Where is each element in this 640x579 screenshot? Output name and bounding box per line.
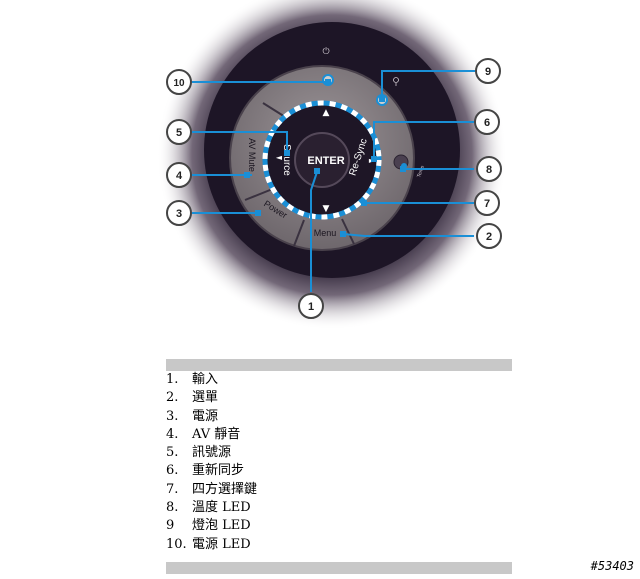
callout-number: 1 [308, 301, 314, 313]
callout-number: 5 [176, 127, 182, 139]
callout-number: 8 [486, 164, 492, 176]
callout-number: 6 [484, 117, 490, 129]
callout-circle [166, 69, 192, 95]
av-mute-label: AV Mute [247, 138, 257, 172]
callout-circle [476, 223, 502, 249]
up-arrow[interactable]: ▲ [323, 108, 330, 118]
watermark: #53403 [590, 559, 634, 573]
ring-divider [341, 218, 355, 245]
callout-circle [166, 119, 192, 145]
legend-number: 2. [166, 390, 179, 406]
ring-divider [244, 187, 276, 201]
callout-number: 10 [173, 78, 185, 89]
legend-item: 6. 重新同步 [166, 462, 512, 480]
legend-text: 訊號源 [192, 445, 232, 461]
callout-number: 7 [484, 198, 490, 210]
legend-number: 5. [166, 445, 179, 461]
callout-circle [166, 162, 192, 188]
four-direction-ring-dash [262, 100, 382, 220]
enter-button[interactable] [294, 132, 350, 188]
legend-number: 10. [166, 536, 187, 552]
legend-item: 2. 選單 [166, 389, 512, 407]
legend-item: 7. 四方選擇鍵 [166, 481, 512, 499]
legend-item: 8. 溫度 LED [166, 499, 512, 517]
legend-item: 1. 輸入 [166, 371, 512, 389]
callout-lines [192, 70, 475, 292]
callout-circle [166, 200, 192, 226]
legend-text: 燈泡 LED [192, 518, 251, 534]
source-label: Source [281, 144, 292, 176]
legend-number: 7. [166, 481, 179, 497]
callout-number: 9 [485, 66, 491, 78]
left-arrow[interactable]: ◄ [276, 153, 283, 162]
legend-text: 選單 [192, 390, 219, 406]
callout-circle [476, 156, 502, 182]
callout-number: 4 [176, 170, 183, 182]
callout-circle [474, 109, 500, 135]
legend-item: 10. 電源 LED [166, 536, 512, 554]
callouts: 1 2 3 4 5 6 7 8 9 10 [166, 58, 502, 319]
legend-top-bar [166, 359, 512, 371]
power-icon: ⏻ [322, 46, 329, 57]
callout-circle [474, 190, 500, 216]
callout-number: 3 [176, 208, 182, 220]
legend-text: 電源 [192, 408, 219, 424]
down-arrow[interactable]: ▼ [323, 204, 330, 214]
legend-list: 1. 輸入 2. 選單 3. 電源 4. AV 靜音 5. 訊號源 6. 重新同步 7. 四方… [166, 371, 512, 554]
legend-text: 四方選擇鍵 [192, 481, 258, 497]
legend-number: 6. [166, 463, 179, 479]
legend-number: 8. [166, 500, 179, 516]
callout-circle [298, 293, 324, 319]
legend-number: 1. [166, 372, 179, 387]
legend-item: 5. 訊號源 [166, 444, 512, 462]
menu-label: Menu [314, 228, 337, 238]
legend-item: 9 燈泡 LED [166, 517, 512, 535]
legend-item: 4. AV 靜音 [166, 426, 512, 444]
enter-label: ENTER [307, 155, 344, 167]
control-panel-diagram: ENTER ▲ ▼ ◄ ► Source Re-Sync AV Mute Pow… [157, 0, 507, 330]
callout-number: 2 [486, 231, 492, 243]
ring-divider [293, 219, 305, 247]
legend-text: 電源 LED [192, 536, 251, 552]
legend-number: 3. [166, 408, 179, 424]
callout-dots [244, 79, 406, 237]
legend-text: 輸入 [192, 372, 219, 387]
legend-text: 溫度 LED [192, 500, 251, 516]
legend-item: 3. 電源 [166, 408, 512, 426]
lamp-icon [393, 77, 399, 86]
legend-bottom-bar [166, 562, 512, 574]
legend-text: AV 靜音 [192, 426, 241, 442]
temp-label: Temp [416, 165, 426, 179]
legend-text: 重新同步 [192, 463, 245, 479]
legend-number: 9 [166, 518, 175, 534]
legend-number: 4. [166, 426, 179, 442]
callout-circle [475, 58, 501, 84]
